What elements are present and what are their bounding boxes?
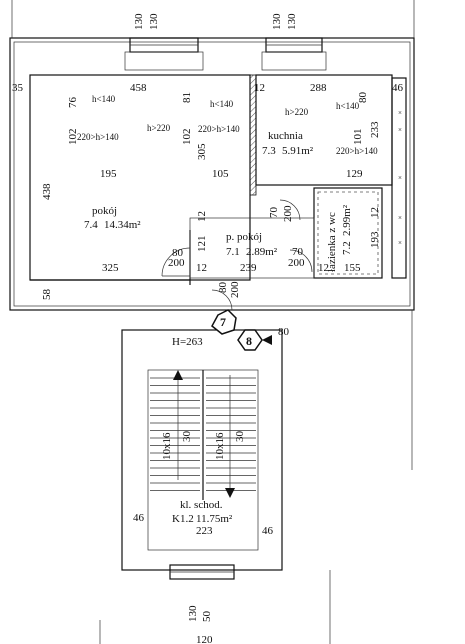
dim-223: 223	[196, 525, 213, 537]
dim-80a: 80	[357, 92, 369, 104]
dim-46a: 46	[392, 82, 404, 94]
height-label-4: h>220	[285, 107, 309, 117]
height-label-5: h<140	[336, 101, 360, 111]
dim-193: 193	[369, 231, 381, 248]
dim-81: 81	[181, 92, 193, 103]
dim-30b: 30	[234, 431, 246, 443]
dim-30a: 30	[181, 431, 193, 443]
dim-12d: 12	[318, 262, 329, 274]
svg-text:×: ×	[398, 126, 402, 134]
dim-76: 76	[67, 97, 79, 109]
dim-top-b: 130	[148, 13, 160, 30]
dim-80c: 80	[217, 282, 229, 294]
window-right: × × × × ×	[391, 77, 407, 279]
dim-12c: 12	[369, 207, 381, 218]
dim-155: 155	[344, 262, 361, 274]
room-pokoj-area: 14.34m²	[104, 219, 141, 231]
dim-195: 195	[100, 168, 117, 180]
height-label-2: h>220	[147, 123, 171, 133]
room-lazienka-area: 2.99m²	[341, 204, 353, 236]
dim-239: 239	[240, 262, 257, 274]
dim-top-a: 130	[133, 13, 145, 30]
dim-bot-c: 120	[196, 634, 213, 644]
svg-text:×: ×	[398, 174, 402, 182]
dim-200b: 200	[168, 257, 185, 269]
marker-7	[211, 309, 237, 335]
svg-text:×: ×	[398, 214, 402, 222]
dim-12a: 12	[254, 82, 265, 94]
window-top-left	[124, 37, 204, 71]
marker-8	[237, 329, 272, 351]
room-klatka-area: 11.75m²	[196, 513, 233, 525]
stair-arrow-down	[225, 375, 235, 498]
staircase	[121, 329, 283, 571]
dim-129: 129	[346, 168, 363, 180]
dim-325: 325	[102, 262, 119, 274]
window-top-right	[261, 37, 327, 71]
dim-101: 101	[352, 129, 364, 146]
dim-top-d: 130	[286, 13, 298, 30]
dim-102a: 102	[67, 129, 79, 146]
stair-treads	[150, 377, 256, 491]
height-label-1: h<140	[92, 94, 116, 104]
dim-305: 305	[196, 143, 208, 160]
stair-arrow-up	[173, 370, 183, 480]
room-kuchnia-name: kuchnia	[268, 130, 303, 142]
dim-35: 35	[12, 82, 24, 94]
dim-12e: 12	[196, 262, 207, 274]
room-ppokoj-number: 7.1	[226, 246, 240, 258]
room-pokoj-name: pokój	[92, 205, 117, 217]
dim-70b: 70	[292, 246, 304, 258]
room-lazienka-name: łazienka z wc	[326, 212, 338, 272]
dim-200a: 200	[282, 205, 294, 222]
stair-height-label: H=263	[172, 336, 203, 348]
dim-458: 458	[130, 82, 147, 94]
marker-7-label: 7	[220, 315, 226, 329]
room-kuchnia-number: 7.3	[262, 145, 276, 157]
dim-10x16a: 10x16	[161, 432, 173, 460]
dim-105: 105	[212, 168, 229, 180]
height-label-3: h<140	[210, 99, 234, 109]
dim-bot-b: 50	[201, 611, 213, 623]
room-lazienka-number: 7.2	[341, 241, 353, 255]
marker-8-label: 8	[246, 334, 252, 348]
dim-46c: 46	[262, 525, 274, 537]
room-klatka-name: kl. schod.	[180, 499, 223, 511]
room-ppokoj-area: 2.89m²	[246, 246, 278, 258]
dim-233: 233	[369, 121, 381, 138]
dim-220c: 220>h>140	[336, 146, 378, 156]
room-pokoj-number: 7.4	[84, 219, 98, 231]
dim-102b: 102	[181, 129, 193, 146]
svg-text:×: ×	[398, 239, 402, 247]
door-swings	[161, 199, 313, 311]
exterior-walls	[9, 0, 415, 644]
dim-70a: 70	[268, 207, 280, 219]
dim-121: 121	[196, 236, 208, 253]
dim-bot-a: 130	[187, 605, 199, 622]
room-kuchnia-area: 5.91m²	[282, 145, 314, 157]
room-ppokoj-name: p. pokój	[226, 231, 262, 243]
dim-200c: 200	[288, 257, 305, 269]
dim-12b: 12	[196, 211, 208, 222]
room-klatka-number: K1.2	[172, 513, 194, 525]
dim-80d: 80	[278, 326, 290, 338]
dim-80b: 80	[172, 247, 184, 259]
dim-46b: 46	[133, 512, 145, 524]
dim-top-c: 130	[271, 13, 283, 30]
dim-10x16b: 10x16	[214, 432, 226, 460]
dim-58: 58	[41, 289, 53, 301]
dim-220a: 220>h>140	[77, 132, 119, 142]
dim-200d: 200	[229, 281, 241, 298]
svg-text:×: ×	[398, 109, 402, 117]
dim-220b: 220>h>140	[198, 124, 240, 134]
window-bottom	[169, 564, 235, 580]
dim-288: 288	[310, 82, 327, 94]
dim-438: 438	[41, 183, 53, 200]
